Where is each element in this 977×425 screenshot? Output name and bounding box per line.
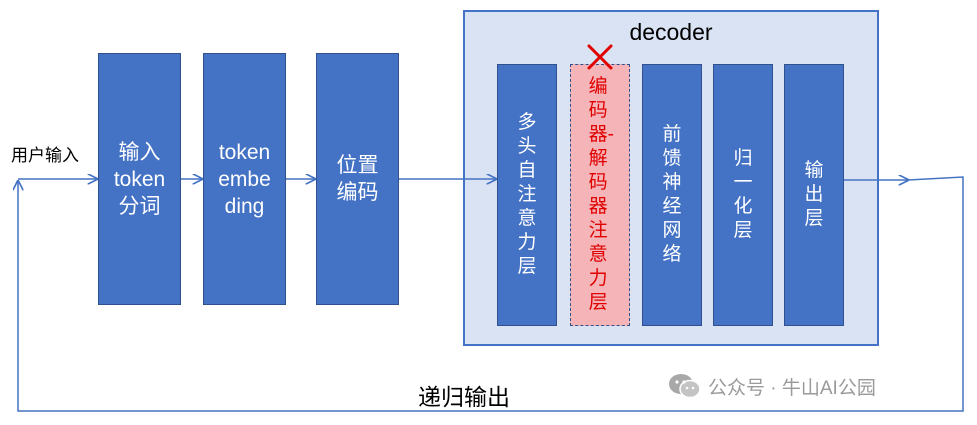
output-layer-label: 输出层 bbox=[804, 160, 824, 229]
self-attention-label: 多头自注意力层 bbox=[517, 112, 537, 277]
cross-attention-label: 编码器-解码器注意力层 bbox=[588, 76, 614, 313]
tokenizer-block: 输入token分词 bbox=[98, 53, 181, 305]
cross-attention-layer: 编码器-解码器注意力层 bbox=[570, 64, 630, 326]
removed-cross-icon bbox=[587, 44, 613, 70]
user-input-label: 用户输入 bbox=[11, 146, 79, 165]
self-attention-layer: 多头自注意力层 bbox=[497, 64, 557, 326]
embedding-label: tokenembeding bbox=[218, 140, 271, 218]
recursive-output-label: 递归输出 bbox=[418, 384, 510, 410]
tokenizer-label: 输入token分词 bbox=[113, 140, 166, 218]
positional-encoding-block: 位置编码 bbox=[316, 53, 399, 305]
wechat-icon bbox=[669, 374, 701, 399]
recursive-loop-line bbox=[18, 176, 964, 412]
watermark-text: 公众号 · 牛山AI公园 bbox=[708, 377, 876, 399]
output-layer: 输出层 bbox=[784, 64, 844, 326]
positional-encoding-label: 位置编码 bbox=[336, 154, 379, 204]
normalization-label: 归一化层 bbox=[733, 148, 753, 241]
feed-forward-label: 前馈神经网络 bbox=[662, 124, 682, 265]
normalization-layer: 归一化层 bbox=[713, 64, 773, 326]
watermark: 公众号 · 牛山AI公园 bbox=[668, 372, 876, 400]
decoder-title: decoder bbox=[629, 19, 713, 45]
feed-forward-layer: 前馈神经网络 bbox=[642, 64, 702, 326]
embedding-block: tokenembeding bbox=[203, 53, 286, 305]
